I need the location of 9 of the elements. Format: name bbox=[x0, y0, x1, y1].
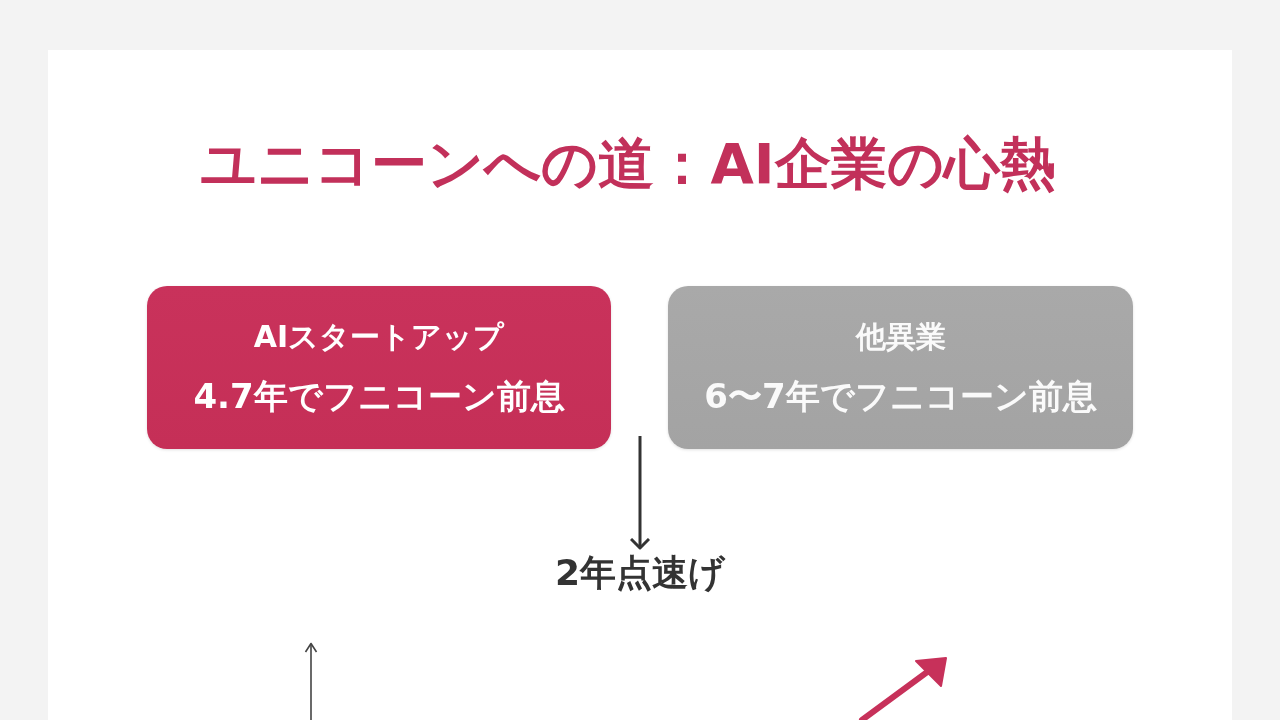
box-heading: 他異業 bbox=[855, 317, 946, 356]
diagram-title: ユニコーンへの道：AI企業の心熱 bbox=[200, 130, 1056, 198]
box-heading: AIスタートアップ bbox=[253, 317, 505, 356]
arrow bbox=[629, 436, 651, 550]
process-box bbox=[668, 286, 1133, 449]
result-label: 2年点速げ bbox=[554, 551, 726, 595]
box-text: 6〜7年でフニコーン前息 bbox=[704, 374, 1097, 418]
box-text: 4.7年でフニコーン前息 bbox=[193, 374, 565, 418]
process-box bbox=[147, 286, 611, 449]
